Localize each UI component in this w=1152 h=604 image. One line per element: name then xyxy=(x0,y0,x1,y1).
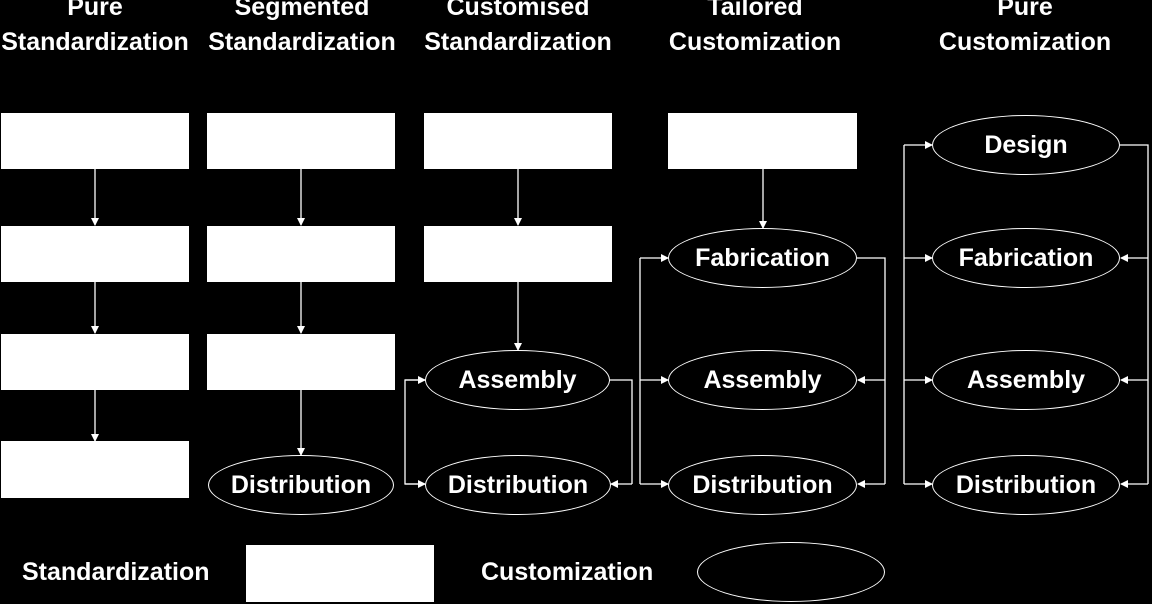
distribution-oval: Distribution xyxy=(425,455,611,515)
standardized-stage-box xyxy=(1,334,189,390)
legend-standardization-swatch xyxy=(246,545,434,602)
title-line: Tailored xyxy=(707,0,803,21)
legend-standardization-label: Standardization xyxy=(22,558,210,586)
column-title-customised-standardization: Customised Standardization xyxy=(416,0,620,60)
title-line: Customised xyxy=(446,0,590,21)
title-line: Standardization xyxy=(208,28,396,56)
standardized-stage-box xyxy=(1,226,189,282)
title-line: Pure xyxy=(67,0,123,21)
distribution-oval: Distribution xyxy=(208,455,394,515)
standardized-stage-box xyxy=(668,113,857,169)
column-title-pure-customization: Pure Customization xyxy=(925,0,1125,60)
column-title-tailored-customization: Tailored Customization xyxy=(655,0,855,60)
assembly-oval: Assembly xyxy=(668,350,857,410)
title-line: Pure xyxy=(997,0,1053,21)
title-line: Standardization xyxy=(424,28,612,56)
distribution-oval: Distribution xyxy=(668,455,857,515)
title-line: Segmented xyxy=(234,0,370,21)
distribution-oval: Distribution xyxy=(932,455,1120,515)
title-line: Standardization xyxy=(1,28,189,56)
assembly-oval: Assembly xyxy=(425,350,610,410)
standardized-stage-box xyxy=(1,113,189,169)
standardized-stage-box xyxy=(207,226,395,282)
fabrication-oval: Fabrication xyxy=(932,228,1120,288)
standardized-stage-box xyxy=(207,334,395,390)
assembly-oval: Assembly xyxy=(932,350,1120,410)
fabrication-oval: Fabrication xyxy=(668,228,857,288)
column-title-pure-standardization: Pure Standardization xyxy=(0,0,190,60)
legend-customization-label: Customization xyxy=(481,558,654,586)
standardized-stage-box xyxy=(207,113,395,169)
title-line: Customization xyxy=(668,28,842,56)
standardized-stage-box xyxy=(424,113,612,169)
legend-customization-swatch xyxy=(697,542,885,602)
design-oval: Design xyxy=(932,115,1120,175)
standardized-stage-box xyxy=(424,226,612,282)
column-title-segmented-standardization: Segmented Standardization xyxy=(202,0,402,60)
standardized-stage-box xyxy=(1,441,189,498)
title-line: Customization xyxy=(938,28,1112,56)
